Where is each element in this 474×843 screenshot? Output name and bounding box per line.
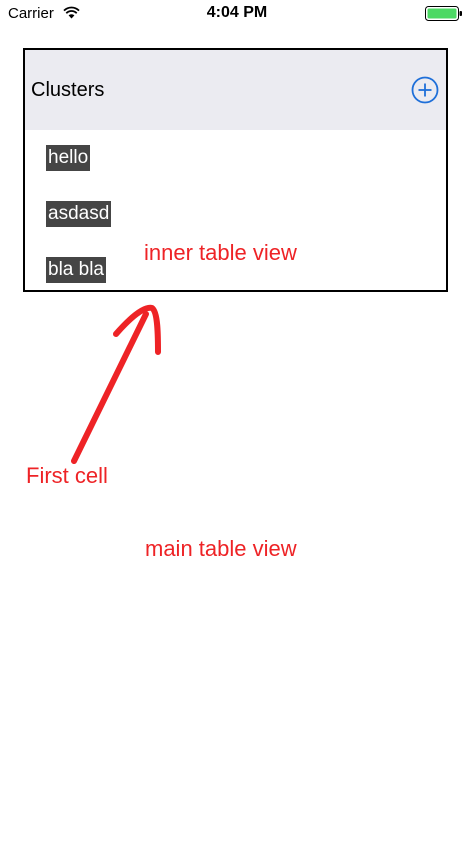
status-time: 4:04 PM: [206, 4, 268, 21]
section-header-title: Clusters: [31, 79, 105, 101]
status-bar: Carrier 4:04 PM: [0, 0, 474, 28]
annotation-first-cell: First cell: [26, 463, 108, 488]
table-row-label[interactable]: asdasd: [46, 201, 112, 227]
annotation-main-table-view: main table view: [145, 536, 297, 561]
battery-full-icon: [425, 6, 462, 21]
add-button[interactable]: [411, 76, 439, 104]
wifi-icon: [63, 6, 80, 19]
annotation-inner-table-view: inner table view: [144, 240, 297, 265]
section-header: Clusters: [25, 50, 446, 130]
table-row-label[interactable]: hello: [46, 145, 91, 171]
hand-drawn-arrow: [71, 304, 161, 464]
table-row-label[interactable]: bla bla: [46, 257, 106, 283]
plus-circle-icon: [411, 76, 439, 104]
carrier-name: Carrier: [8, 5, 54, 22]
inner-table-view: Clusters hello asdasd bla bla: [23, 48, 448, 292]
